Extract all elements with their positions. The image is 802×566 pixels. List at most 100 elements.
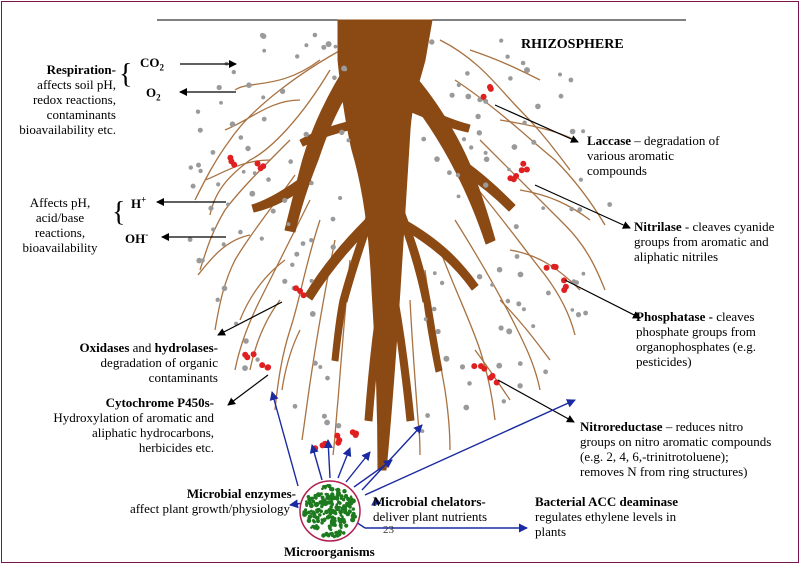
grey-microbe bbox=[508, 76, 513, 81]
oh-label: OH- bbox=[125, 229, 149, 246]
green-microbe bbox=[312, 496, 315, 500]
green-microbe bbox=[344, 494, 348, 498]
grey-microbe bbox=[506, 328, 513, 335]
green-microbe bbox=[349, 495, 353, 498]
green-microbe bbox=[331, 502, 334, 505]
arrow-phosphatase bbox=[564, 279, 641, 319]
grey-microbe bbox=[330, 216, 336, 222]
grey-microbe bbox=[190, 183, 196, 189]
grey-microbe bbox=[520, 60, 526, 66]
green-microbe bbox=[310, 512, 313, 516]
grey-microbe bbox=[321, 413, 327, 419]
grey-microbe bbox=[339, 129, 345, 135]
green-microbe bbox=[320, 521, 324, 525]
green-microbe bbox=[329, 499, 334, 504]
grey-microbe bbox=[196, 162, 201, 168]
green-microbe bbox=[324, 487, 327, 490]
grey-microbe bbox=[516, 301, 522, 307]
grey-microbe bbox=[501, 399, 506, 404]
green-microbe bbox=[351, 511, 356, 516]
red-microbe bbox=[244, 354, 251, 361]
red-microbe bbox=[561, 277, 567, 284]
green-microbe bbox=[304, 508, 308, 512]
microbial-enzymes-heading: Microbial enzymes- bbox=[186, 486, 296, 501]
grey-microbe bbox=[196, 257, 202, 264]
grey-microbe bbox=[511, 144, 518, 150]
red-microbe bbox=[227, 154, 234, 161]
red-microbe bbox=[353, 430, 360, 437]
nitroreductase-line-3: removes N from ring structures) bbox=[580, 464, 748, 479]
grey-microbe bbox=[260, 33, 267, 39]
grey-microbe bbox=[259, 236, 264, 241]
grey-microbe bbox=[343, 67, 348, 72]
respiration-brace: { bbox=[119, 59, 133, 90]
green-microbe bbox=[345, 511, 351, 517]
grey-microbe bbox=[294, 251, 300, 257]
arrow-laccase bbox=[494, 104, 579, 143]
grey-microbe bbox=[288, 159, 294, 164]
grey-microbe bbox=[568, 77, 574, 83]
green-microbe bbox=[323, 501, 329, 507]
grey-microbe bbox=[505, 54, 510, 59]
grey-microbe bbox=[282, 197, 288, 203]
grey-microbe bbox=[325, 375, 330, 381]
grey-microbe bbox=[346, 138, 351, 143]
p450-heading: Cytochrome P450s- bbox=[105, 395, 214, 410]
green-microbe bbox=[332, 516, 337, 521]
microbial-enzymes-line: affect plant growth/physiology bbox=[129, 501, 290, 516]
grey-microbe bbox=[197, 127, 203, 133]
respiration-line-2: redox reactions, bbox=[32, 92, 116, 107]
green-microbe bbox=[303, 510, 308, 516]
arrow-oxidases bbox=[217, 301, 283, 336]
grey-microbe bbox=[215, 297, 220, 302]
grey-microbe bbox=[309, 238, 314, 243]
grey-microbe bbox=[456, 82, 461, 88]
grey-microbe bbox=[541, 206, 546, 211]
green-microbe bbox=[322, 512, 326, 516]
oxidases-label: Oxidases and hydrolases- degradation of … bbox=[79, 340, 218, 385]
grey-microbe bbox=[286, 222, 291, 227]
grey-microbe bbox=[435, 328, 441, 335]
acc-deaminase-heading: Bacterial ACC deaminase bbox=[535, 494, 678, 509]
green-microbe bbox=[306, 518, 312, 523]
red-microbe bbox=[518, 167, 525, 174]
grey-microbe bbox=[575, 312, 582, 318]
red-microbe bbox=[250, 351, 257, 358]
red-microbe bbox=[487, 84, 493, 90]
grey-microbe bbox=[483, 150, 488, 155]
green-microbe bbox=[310, 526, 313, 529]
oxidases-line-1: degradation of organic bbox=[100, 355, 218, 370]
grey-microbe bbox=[461, 137, 467, 142]
green-microbe bbox=[350, 517, 356, 523]
grey-microbe bbox=[216, 182, 221, 187]
o2-label: O2 bbox=[146, 85, 161, 103]
diagram-title: RHIZOSPHERE bbox=[521, 37, 624, 52]
red-microbe bbox=[523, 166, 530, 173]
green-microbe bbox=[328, 497, 331, 501]
grey-microbe bbox=[229, 121, 236, 127]
green-microbe bbox=[316, 527, 319, 531]
grey-microbe bbox=[321, 44, 327, 50]
green-microbe bbox=[339, 496, 344, 500]
green-microbe bbox=[312, 512, 317, 516]
grey-microbe bbox=[245, 145, 251, 152]
grey-microbe bbox=[241, 169, 246, 174]
h-label: H+ bbox=[131, 194, 147, 211]
grey-microbe bbox=[261, 95, 266, 100]
green-microbe bbox=[334, 496, 340, 501]
green-microbe bbox=[351, 507, 355, 511]
grey-microbe bbox=[514, 254, 520, 259]
grey-microbe bbox=[261, 116, 267, 122]
arrow-p450 bbox=[227, 374, 269, 406]
grey-microbe bbox=[476, 130, 482, 136]
grey-microbe bbox=[425, 413, 430, 418]
grey-microbe bbox=[221, 242, 226, 247]
grey-microbe bbox=[531, 324, 536, 329]
green-microbe bbox=[339, 513, 343, 517]
microorganism-colony bbox=[299, 480, 361, 542]
grey-microbe bbox=[246, 82, 252, 88]
green-microbe bbox=[313, 493, 317, 498]
grey-microbe bbox=[465, 71, 470, 76]
